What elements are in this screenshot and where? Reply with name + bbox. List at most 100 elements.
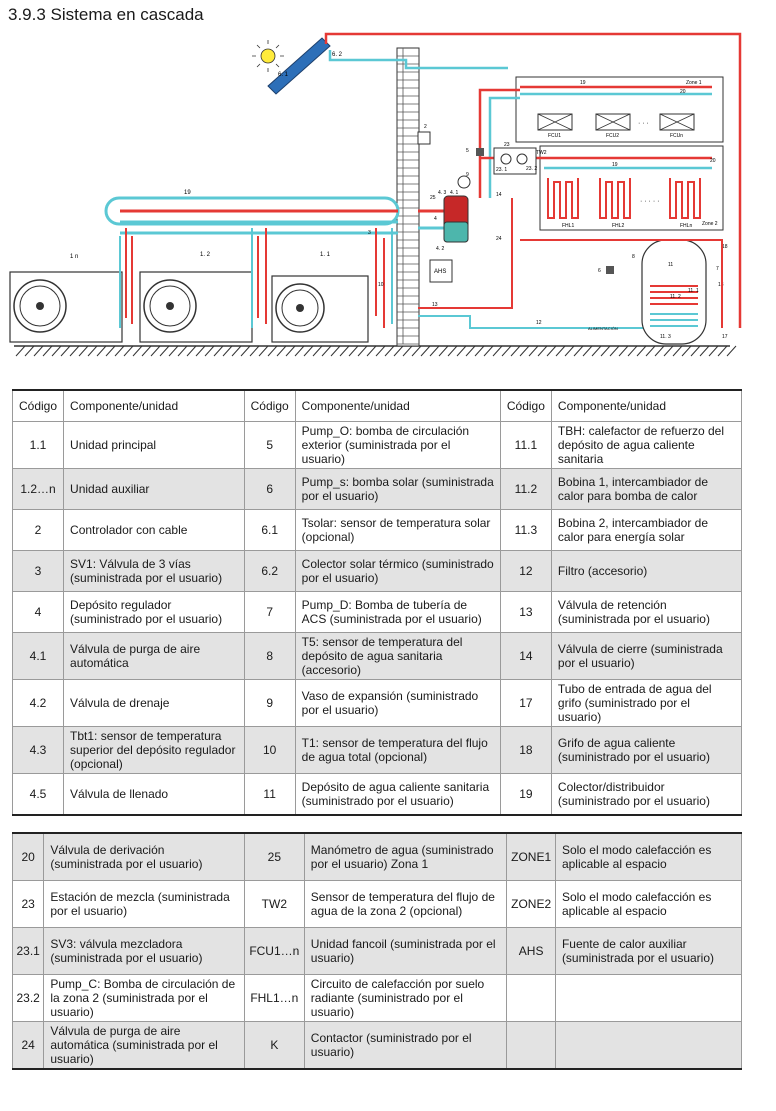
cell-component: Controlador con cable [63,509,245,551]
brick-wall [396,47,420,347]
cell-code: TW2 [243,879,305,928]
svg-text:17: 17 [722,334,728,340]
svg-text:FCU1: FCU1 [548,133,561,139]
svg-text:FHL1: FHL1 [562,223,574,229]
cell-code: 9 [243,679,296,727]
svg-text:1. 1: 1. 1 [320,252,331,258]
cell-component: Tsolar: sensor de temperatura solar (opc… [294,509,501,551]
svg-text:13: 13 [718,282,724,288]
header-code-2: Código [243,389,296,422]
cell-component: Colector solar térmico (suministrado por… [294,550,501,592]
svg-text:11: 11 [668,262,673,268]
cell-component: Válvula de purga de aire automática (sum… [43,1020,245,1069]
page-title: 3.9.3 Sistema en cascada [8,5,204,24]
cell-code: FCU1…n [243,926,305,975]
buffer-tank: 9 4. 3 4. 1 4 4. 2 25 14 [430,172,502,252]
cell-component: Válvula de purga de aire automática [63,632,245,680]
cell-code: 1.2…n [11,468,65,510]
cell-component: Tbt1: sensor de temperatura superior del… [63,726,245,774]
cell-component: Circuito de calefacción por suelo radian… [303,973,508,1022]
svg-text:20: 20 [710,158,716,164]
cell-component: Bobina 2, intercambiador de calor para e… [550,509,743,551]
cell-code: 18 [499,726,552,774]
svg-text:19: 19 [184,190,191,196]
svg-text:4. 2: 4. 2 [436,246,445,252]
cell-code: 5 [243,421,296,469]
svg-text:· · · · ·: · · · · · [640,198,659,205]
cell-code [506,1020,556,1069]
cell-component: Sensor de temperatura del flujo de agua … [303,879,508,928]
cell-code: 13 [499,591,552,633]
svg-text:3: 3 [368,230,371,236]
cell-code: 8 [243,632,296,680]
cell-component: Solo el modo calefacción es aplicable al… [554,879,743,928]
outdoor-unit-1-1: 1. 1 [271,252,369,343]
mixing-station: 23 23. 1 23. 2 TW2 5 [466,142,547,175]
components-table-1: Código Componente/unidad Código Componen… [11,389,743,816]
cell-code: AHS [506,926,556,975]
cell-code: 23.2 [11,973,45,1022]
svg-text:2: 2 [424,124,427,130]
cell-component: T5: sensor de temperatura del depósito d… [294,632,501,680]
cell-component: Depósito de agua caliente sanitaria (sum… [294,773,501,815]
cell-code: 14 [499,632,552,680]
cell-code: 4.2 [11,679,65,727]
svg-text:· · ·: · · · [638,120,649,127]
svg-text:20: 20 [680,89,686,95]
svg-text:14: 14 [496,192,502,198]
cell-component: Válvula de cierre (suministrada por el u… [550,632,743,680]
svg-text:12: 12 [536,320,542,326]
svg-text:10: 10 [378,282,384,288]
cell-component: Válvula de drenaje [63,679,245,727]
cell-code: 1.1 [11,421,65,469]
cell-code: 11 [243,773,296,815]
svg-text:11. 1: 11. 1 [688,288,699,294]
cell-component: Fuente de calor auxiliar (suministrada p… [554,926,743,975]
header-component-3: Componente/unidad [550,389,743,422]
cell-code: 11.2 [499,468,552,510]
fcu-units: FCU1 FCU2 FCUn · · · [537,113,695,139]
cell-code: K [243,1020,305,1069]
svg-text:Zone 1: Zone 1 [686,80,702,86]
svg-text:1. 2: 1. 2 [200,252,211,258]
svg-text:19: 19 [612,162,618,168]
svg-text:6: 6 [598,268,601,274]
cell-component: Depósito regulador (suministrado por el … [63,591,245,633]
cell-code: 3 [11,550,65,592]
cell-component: Válvula de derivación (suministrada por … [43,832,245,881]
cell-component: Válvula de retención (suministrada por e… [550,591,743,633]
cell-code: FHL1…n [243,973,305,1022]
cell-component: Colector/distribuidor (suministrado por … [550,773,743,815]
cell-code: 12 [499,550,552,592]
dhw-tank: 11 11. 2 11. 3 11. 1 18 7 13 17 [641,239,728,345]
table-header-row: Código Componente/unidad Código Componen… [11,389,743,422]
cell-component [554,1020,743,1069]
svg-text:4. 3: 4. 3 [438,190,447,196]
svg-text:9: 9 [466,172,469,178]
cell-code: 24 [11,1020,45,1069]
solar-collector: 6. 2 6. 1 [252,37,343,95]
wired-controller [417,131,431,145]
outdoor-manifold: 19 [104,190,444,235]
cell-code: 23 [11,879,45,928]
svg-text:ALIMENTACIÓN: ALIMENTACIÓN [588,326,618,331]
zone-1: Zone 1 19 20 FCU1 FCU2 FCUn · · · [515,76,724,143]
svg-text:18: 18 [722,244,728,250]
cell-component: Tubo de entrada de agua del grifo (sumin… [550,679,743,727]
ground-hatch [14,345,737,357]
svg-text:8: 8 [632,254,635,260]
cell-code: ZONE2 [506,879,556,928]
svg-text:FCU2: FCU2 [606,133,619,139]
cell-code: 7 [243,591,296,633]
cell-component: SV1: Válvula de 3 vías (suministrada por… [63,550,245,592]
svg-text:4: 4 [434,216,437,222]
